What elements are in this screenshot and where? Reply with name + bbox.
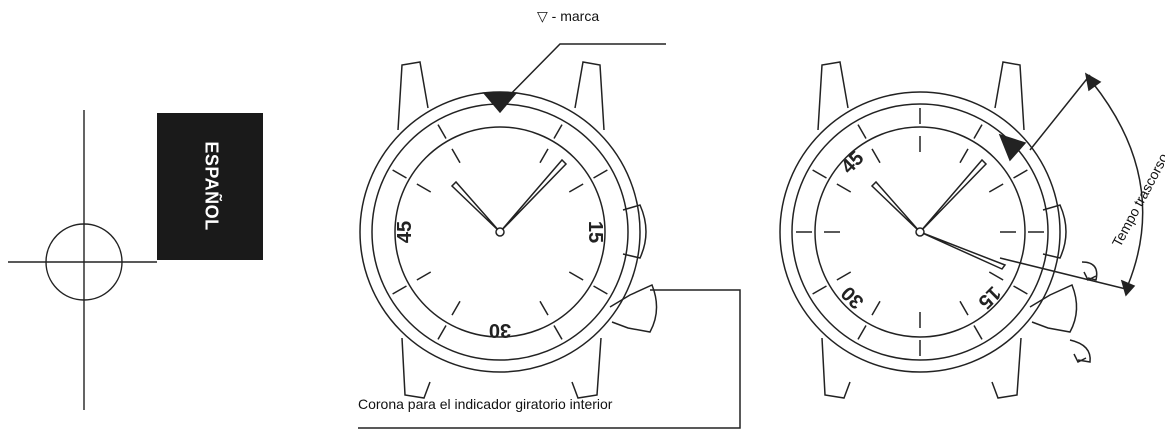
bezel-tick [553,325,563,340]
hour-index [539,148,549,164]
dial-number-30: 30 [489,319,511,341]
hour-index [451,148,461,164]
hour-index [836,271,852,281]
dial-ring [394,126,606,338]
hour-index [568,271,584,281]
language-tab [157,113,263,260]
hour-hand [870,180,921,233]
hour-ticks-left [392,124,608,340]
hour-index [988,183,1004,193]
hour-index [959,300,969,316]
elapsed-leader-top [1029,74,1091,151]
hands-right [870,158,1007,270]
hour-index [871,148,881,164]
marker-triangle [998,133,1027,162]
crown-upper [622,204,647,259]
bezel-tick [973,124,983,139]
bezel-tick [1013,285,1028,295]
lug-top-left [817,61,849,131]
marker-triangle [482,92,518,114]
crown-leader [358,289,741,429]
marker-leader [499,43,666,106]
language-tab-label: ESPAÑOL [201,141,222,231]
hour-index [988,271,1004,281]
arc-arrow-top [1084,72,1102,92]
elapsed-leader-bottom [999,257,1131,291]
dial-number-45: 45 [837,147,868,178]
second-hand [919,231,1007,270]
arc-arrow-bottom [1120,279,1136,297]
rotate-arrow-lower [1069,339,1091,363]
bezel-tick [812,285,827,295]
bezel-tick [973,325,983,340]
marker-label: ▽ - marca [537,8,600,24]
watch-left [358,43,741,429]
minute-hand [919,158,988,233]
elapsed-arc [1091,81,1144,286]
rotate-arrow-upper [1081,261,1098,281]
case [359,91,641,373]
crown-lower [609,283,658,333]
bezel-tick [857,325,867,340]
hour-index [416,271,432,281]
rotate-arrow-lower-head [1073,353,1087,364]
hour-hand [450,180,501,233]
bezel-tick [1013,169,1028,179]
case [779,91,1061,373]
bezel-tick [437,325,447,340]
hour-index [568,183,584,193]
bezel-outer [791,103,1049,361]
hour-index [836,183,852,193]
bezel-tick [857,124,867,139]
crown-label: Corona para el indicador giratorio inter… [358,396,613,412]
crown-lower [1029,283,1078,333]
bezel-tick [812,169,827,179]
dial-number-45: 45 [394,221,416,243]
watch-right [779,61,1144,399]
dial-ring [814,126,1026,338]
bezel-tick [553,124,563,139]
hour-index [539,300,549,316]
lug-bottom-left [401,337,431,399]
crown-upper [1042,204,1067,259]
lug-bottom-left [821,337,851,399]
dial-number-15: 15 [974,282,1005,313]
registration-mark [8,110,157,410]
lug-top-right [994,61,1025,131]
bezel-tick [437,124,447,139]
hour-index [871,300,881,316]
center-pin [915,227,925,237]
lug-bottom-right [571,337,602,399]
bezel-tick [593,285,608,295]
rotate-arrow-upper-head [1083,271,1097,282]
hour-index [416,183,432,193]
hour-ticks-right [796,108,1044,356]
lug-top-right [574,61,605,131]
bezel-tick [392,169,407,179]
lug-bottom-right [991,337,1022,399]
lug-top-left [397,61,429,131]
hour-index [451,300,461,316]
hands-left [450,158,568,237]
dial-number-30: 30 [837,282,868,313]
center-pin [495,227,505,237]
hour-index [959,148,969,164]
bezel-tick [593,169,608,179]
minute-hand [499,158,568,233]
dial-number-15: 15 [584,221,606,243]
bezel-tick [392,285,407,295]
